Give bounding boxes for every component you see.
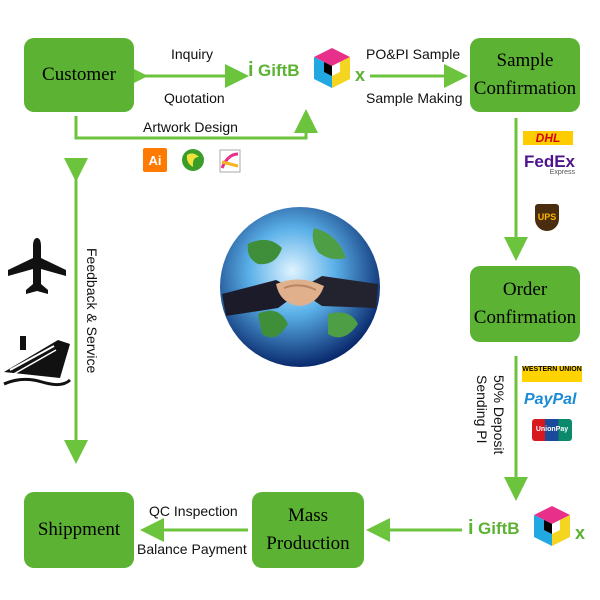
fedex-text: FedEx [524, 152, 576, 171]
globe-handshake-image [220, 207, 380, 367]
photo-editor-icon [219, 149, 241, 173]
paypal-logo: PayPal [524, 391, 576, 409]
ship-icon [3, 336, 72, 387]
customer-label: Customer [42, 64, 116, 85]
inquiry-label: Inquiry [171, 46, 214, 62]
coreldraw-icon [182, 149, 204, 171]
igiftbox-text-bottom: GiftB [478, 519, 520, 538]
arrow-artwork-design [74, 109, 318, 140]
customer-box: Customer [24, 38, 134, 112]
western-union-logo: WESTERN UNION [522, 366, 582, 382]
igiftbox-logo-top: i GiftB x [248, 48, 368, 90]
shippment-label: Shippment [37, 519, 121, 540]
sample-confirmation-line1: Sample [496, 50, 554, 71]
qc-inspection-label: QC Inspection [149, 503, 238, 519]
mass-production-line1: Mass [287, 505, 329, 526]
igiftbox-suffix: x [355, 65, 366, 85]
fedex-logo: FedEx Express [524, 152, 575, 176]
order-confirmation-box: Order Confirmation [470, 266, 580, 342]
order-confirmation-line2: Confirmation [473, 307, 577, 328]
sample-making-label: Sample Making [366, 90, 463, 106]
airplane-icon [8, 238, 66, 294]
igiftbox-text: GiftB [258, 61, 300, 80]
illustrator-icon: Ai [143, 148, 167, 172]
ups-text: UPS [537, 212, 557, 222]
igiftbox-prefix: i [248, 59, 254, 81]
igiftbox-logo-bottom: i GiftB x [468, 506, 588, 548]
deposit-label: 50% Deposit [491, 375, 507, 455]
po-pi-sample-label: PO&PI Sample [366, 46, 461, 62]
dhl-logo: DHL [523, 131, 573, 145]
unionpay-text: UnionPay [535, 426, 569, 433]
sending-pi-label: Sending PI [474, 375, 490, 444]
quotation-label: Quotation [164, 90, 225, 106]
box-icon-bottom [534, 506, 570, 546]
shippment-box: Shippment [24, 492, 134, 568]
mass-production-line2: Production [266, 533, 350, 554]
fedex-express-text: Express [549, 169, 576, 176]
box-icon [314, 48, 350, 88]
sample-confirmation-box: Sample Confirmation [470, 38, 580, 112]
artwork-design-label: Artwork Design [143, 119, 238, 135]
unionpay-logo: UnionPay [532, 419, 572, 441]
mass-production-box: Mass Production [252, 492, 364, 568]
sample-confirmation-line2: Confirmation [473, 78, 577, 99]
illustrator-icon-text: Ai [148, 152, 162, 168]
paypal-text: PayPal [524, 391, 577, 408]
feedback-service-label: Feedback & Service [84, 248, 100, 374]
balance-payment-label: Balance Payment [137, 541, 247, 557]
igiftbox-prefix-bottom: i [468, 517, 474, 539]
dhl-text: DHL [535, 131, 561, 145]
western-union-text: WESTERN UNION [522, 366, 582, 373]
ups-logo: UPS [535, 204, 559, 231]
order-confirmation-line1: Order [502, 279, 548, 300]
igiftbox-suffix-bottom: x [575, 523, 586, 543]
